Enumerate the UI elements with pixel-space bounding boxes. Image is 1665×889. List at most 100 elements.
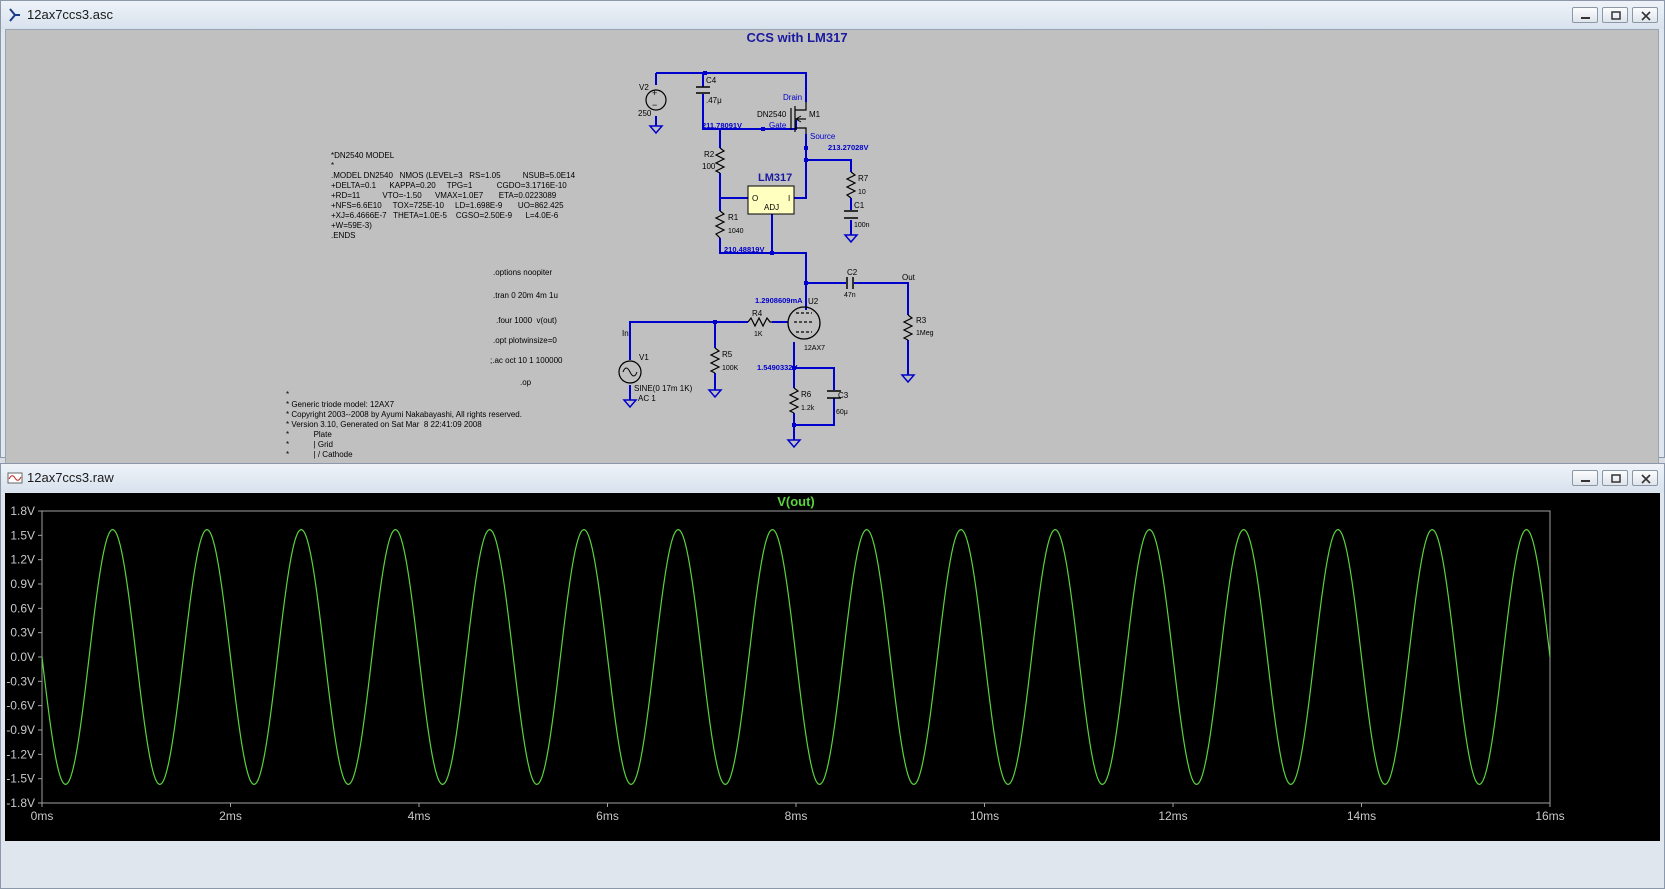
r6-resistor[interactable]: R6 1.2k bbox=[788, 387, 815, 414]
minimize-button[interactable] bbox=[1572, 470, 1598, 486]
y-tick-label: 1.8V bbox=[10, 504, 35, 518]
schematic-canvas[interactable]: CCS with LM317 *DN2540 MODEL * .MODEL DN… bbox=[5, 29, 1659, 480]
x-tick-label: 12ms bbox=[1158, 809, 1187, 823]
adj-voltage: 210.48819V bbox=[724, 245, 764, 254]
svg-text:+NFS=6.6E10 TOX=725E-10: +NFS=6.6E10 TOX=725E-10 LD=1.698E-9 UO=8… bbox=[331, 201, 564, 210]
close-button[interactable] bbox=[1632, 470, 1658, 486]
y-tick-label: 0.3V bbox=[10, 626, 35, 640]
c1-capacitor[interactable]: C1 100n bbox=[844, 201, 870, 229]
svg-text:R2: R2 bbox=[704, 150, 715, 159]
schematic-drawing[interactable]: CCS with LM317 *DN2540 MODEL * .MODEL DN… bbox=[6, 30, 1659, 480]
directive-options: .options noopiter bbox=[493, 268, 552, 277]
r3-resistor[interactable]: R3 1Meg bbox=[902, 314, 934, 341]
directive-tran: .tran 0 20m 4m 1u bbox=[493, 291, 558, 300]
x-tick-label: 8ms bbox=[785, 809, 808, 823]
svg-text:V2: V2 bbox=[639, 83, 649, 92]
v1-sine-source[interactable]: V1 SINE(0 17m 1K) AC 1 bbox=[618, 353, 693, 403]
plate-current: 1.2908609mA bbox=[755, 296, 803, 305]
svg-text:U2: U2 bbox=[808, 297, 819, 306]
r4-resistor[interactable]: R4 1K bbox=[747, 309, 772, 338]
x-tick-label: 4ms bbox=[408, 809, 431, 823]
svg-text:.47μ: .47μ bbox=[706, 96, 722, 105]
lm317-regulator[interactable]: LM317 O I ADJ bbox=[747, 172, 795, 215]
y-tick-label: -0.6V bbox=[6, 699, 35, 713]
svg-text:250: 250 bbox=[638, 109, 652, 118]
directive-op: .op bbox=[520, 378, 532, 387]
r2-resistor[interactable]: R2 100 bbox=[702, 147, 726, 174]
drain-label: Drain bbox=[783, 93, 802, 102]
c4-capacitor[interactable]: C4 .47μ bbox=[696, 76, 722, 105]
svg-text:I: I bbox=[788, 194, 790, 203]
svg-text:V1: V1 bbox=[639, 353, 649, 362]
ltspice-schematic-icon bbox=[9, 8, 20, 22]
svg-text:* Copyright 2003--2008 by Ayum: * Copyright 2003--2008 by Ayumi Nakabaya… bbox=[286, 410, 522, 419]
svg-text:C2: C2 bbox=[847, 268, 858, 277]
svg-text:+XJ=6.4666E-7 THETA=1.0E-5: +XJ=6.4666E-7 THETA=1.0E-5 CGSO=2.50E-9 … bbox=[331, 211, 559, 220]
svg-text:47n: 47n bbox=[844, 292, 856, 299]
minimize-button[interactable] bbox=[1572, 7, 1598, 23]
x-tick-label: 2ms bbox=[219, 809, 242, 823]
triode-model-comment: * * Generic triode model: 12AX7 * Copyri… bbox=[286, 390, 522, 459]
c3-capacitor[interactable]: C3 60μ bbox=[827, 390, 849, 416]
trace-label-vout[interactable]: V(out) bbox=[777, 494, 815, 509]
svg-text:R6: R6 bbox=[801, 390, 812, 399]
svg-text:* Version 3.10, Generated on S: * Version 3.10, Generated on Sat Mar 8 2… bbox=[286, 420, 482, 429]
svg-text:.ENDS: .ENDS bbox=[331, 231, 355, 240]
waveform-window-title: 12ax7ccs3.raw bbox=[27, 470, 114, 485]
ground-icon bbox=[707, 389, 723, 399]
ground-icon bbox=[622, 399, 638, 409]
restore-button[interactable] bbox=[1602, 470, 1628, 486]
svg-text:*: * bbox=[331, 161, 334, 170]
svg-text:100n: 100n bbox=[854, 222, 870, 229]
c2-capacitor[interactable]: C2 47n bbox=[844, 268, 858, 299]
svg-text:+: + bbox=[652, 88, 657, 98]
svg-text:* Generic triode model: 12AX7: * Generic triode model: 12AX7 bbox=[286, 400, 395, 409]
svg-text:12AX7: 12AX7 bbox=[804, 345, 825, 352]
svg-text:1040: 1040 bbox=[728, 228, 744, 235]
ground-icon bbox=[786, 439, 802, 449]
svg-text:DN2540: DN2540 bbox=[757, 110, 787, 119]
spice-directives: .options noopiter .tran 0 20m 4m 1u .fou… bbox=[490, 268, 563, 387]
close-button[interactable] bbox=[1632, 7, 1658, 23]
dn2540-model-text: *DN2540 MODEL * .MODEL DN2540 NMOS (LEVE… bbox=[331, 151, 576, 240]
r7-resistor[interactable]: R7 10 bbox=[845, 171, 869, 199]
svg-text:M1: M1 bbox=[809, 110, 821, 119]
m1-mosfet[interactable]: M1 DN2540 Drain Gate Source bbox=[757, 93, 836, 141]
vout-trace[interactable] bbox=[41, 529, 1551, 785]
gate-label: Gate bbox=[769, 121, 787, 130]
x-tick-label: 6ms bbox=[596, 809, 619, 823]
waveform-titlebar[interactable]: 12ax7ccs3.raw bbox=[1, 464, 1664, 492]
svg-text:R5: R5 bbox=[722, 350, 733, 359]
schematic-heading: CCS with LM317 bbox=[746, 30, 847, 45]
in-net-label: In bbox=[622, 329, 629, 338]
x-tick-label: 16ms bbox=[1535, 809, 1564, 823]
schematic-titlebar[interactable]: 12ax7ccs3.asc bbox=[1, 1, 1664, 29]
y-tick-label: 1.2V bbox=[10, 553, 35, 567]
v2-voltage-source[interactable]: + − V2 250 bbox=[638, 83, 667, 118]
svg-text:O: O bbox=[752, 194, 758, 203]
waveform-chart[interactable]: V(out)1.8V1.5V1.2V0.9V0.6V0.3V0.0V-0.3V-… bbox=[5, 493, 1660, 841]
r5-resistor[interactable]: R5 100K bbox=[709, 347, 739, 374]
out-net-label: Out bbox=[902, 273, 916, 282]
y-tick-label: 0.6V bbox=[10, 601, 35, 615]
svg-text:100K: 100K bbox=[722, 365, 739, 372]
svg-text:100: 100 bbox=[702, 162, 716, 171]
svg-text:.MODEL DN2540 NMOS (LEVEL=3: .MODEL DN2540 NMOS (LEVEL=3 RS=1.05 NSUB… bbox=[331, 171, 576, 180]
y-tick-label: -0.9V bbox=[6, 723, 35, 737]
restore-button[interactable] bbox=[1602, 7, 1628, 23]
svg-text:1K: 1K bbox=[754, 331, 763, 338]
svg-text:C4: C4 bbox=[706, 76, 717, 85]
source-voltage: 213.27028V bbox=[828, 143, 868, 152]
ground-icon bbox=[648, 125, 664, 135]
u2-triode[interactable]: U2 12AX7 bbox=[787, 297, 825, 352]
x-tick-label: 10ms bbox=[970, 809, 999, 823]
y-tick-label: -1.5V bbox=[6, 772, 35, 786]
r1-resistor[interactable]: R1 1040 bbox=[714, 210, 744, 239]
junction-dots bbox=[703, 71, 808, 427]
svg-text:1.2k: 1.2k bbox=[801, 405, 815, 412]
svg-text:R7: R7 bbox=[858, 174, 869, 183]
schematic-window-title: 12ax7ccs3.asc bbox=[27, 7, 113, 22]
y-tick-label: 0.0V bbox=[10, 650, 35, 664]
ground-icon bbox=[900, 374, 916, 384]
